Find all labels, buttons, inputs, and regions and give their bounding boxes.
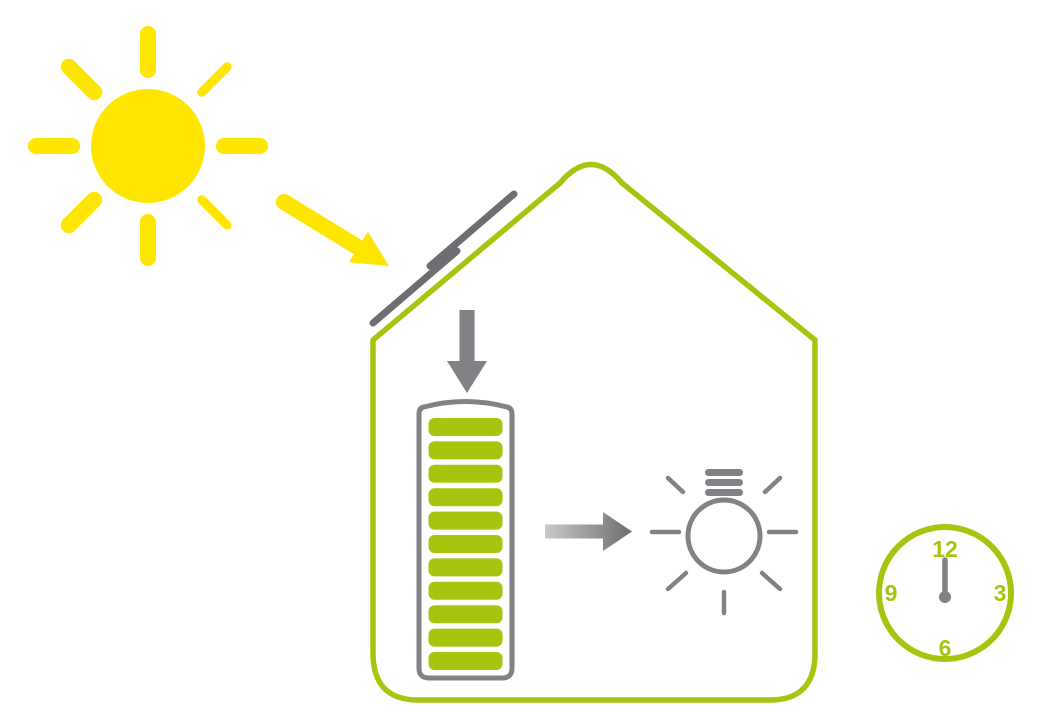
battery-cell (428, 535, 503, 553)
battery-icon (416, 399, 515, 681)
bulb-base-ridge (705, 479, 743, 486)
house-icon (370, 161, 818, 703)
sun-core (91, 89, 205, 203)
clock-numeral-3: 3 (994, 580, 1007, 606)
solar-panel-line (426, 190, 518, 270)
sun-ray (60, 191, 103, 234)
bulb-ray (665, 570, 689, 592)
clock-center-dot (939, 591, 951, 603)
solar-panel-line (369, 247, 461, 327)
bulb-ray (665, 475, 686, 495)
bulb-glass (685, 497, 763, 575)
clock-numeral-9: 9 (885, 580, 898, 606)
charge-down-arrow-head (447, 361, 487, 393)
charge-down-arrow-icon (447, 310, 487, 393)
sunlight-arrow-head (348, 231, 389, 266)
sun-icon (28, 26, 268, 266)
bulb-base-ridge (705, 469, 743, 476)
bulb-ray (762, 475, 783, 495)
sunlight-arrow-icon (262, 183, 389, 266)
battery-cell (428, 628, 503, 647)
sun-ray (216, 138, 268, 154)
light-bulb-icon (649, 469, 799, 616)
sunlight-arrow-shaft (276, 194, 364, 254)
battery-cell (428, 652, 503, 670)
battery-cells (428, 418, 503, 670)
battery-cell (428, 558, 503, 577)
energy-flow-arrow-icon (545, 512, 632, 551)
battery-cell (428, 418, 503, 436)
sun-ray (140, 26, 156, 78)
sun-ray (28, 138, 80, 154)
battery-cell (428, 511, 503, 530)
clock-numeral-6: 6 (939, 635, 952, 661)
battery-cell (428, 581, 503, 600)
sun-ray (190, 188, 239, 237)
battery-cell (428, 464, 503, 483)
sun-ray (190, 55, 239, 104)
sun-ray (60, 58, 103, 101)
sun-ray (140, 214, 156, 266)
bulb-ray (759, 570, 783, 592)
clock-icon: 12 3 6 9 (876, 524, 1014, 662)
battery-cell (428, 605, 503, 624)
battery-cell (428, 441, 503, 460)
bulb-base-ridge (705, 489, 743, 496)
battery-cell (428, 488, 503, 507)
solar-panel-icon (369, 190, 518, 327)
